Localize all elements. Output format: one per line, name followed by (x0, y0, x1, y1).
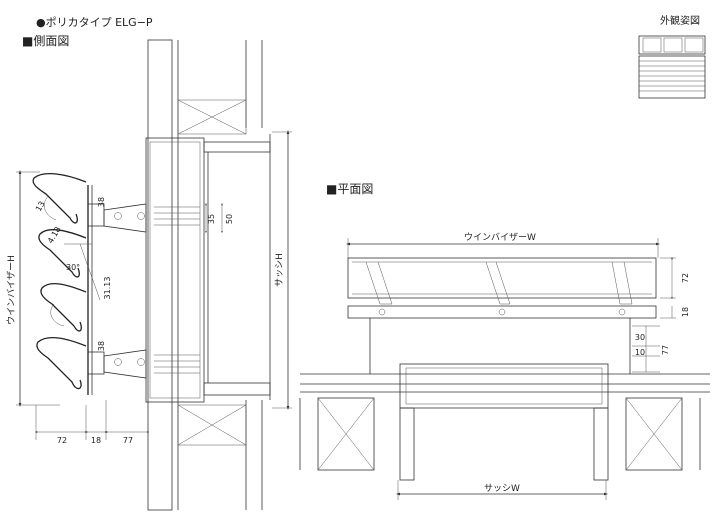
plan-label-sash-w: サッシW (484, 483, 520, 494)
side-label-window-visor-h: ウインバイザーH (6, 255, 17, 325)
side-dim-72: 72 (57, 436, 67, 445)
plan-label-window-visor-w: ウインバイザーW (464, 232, 536, 243)
side-dim-50: 50 (225, 214, 234, 224)
plan-dim-18: 18 (681, 307, 690, 317)
plan-dim-77: 77 (661, 345, 670, 355)
exterior-view-icon (638, 35, 706, 99)
side-view-drawing (16, 39, 292, 511)
plan-dim-72: 72 (681, 273, 690, 283)
side-dim-77: 77 (123, 436, 133, 445)
side-dim-38-bottom: 38 (97, 341, 106, 351)
side-dim-38-top: 38 (97, 197, 106, 207)
side-dim-4-18: 4.18 (46, 225, 63, 245)
exterior-view-title: 外観姿図 (660, 16, 700, 27)
plan-dim-10: 10 (635, 348, 645, 357)
side-dim-35: 35 (207, 214, 216, 224)
side-dim-18: 18 (91, 436, 101, 445)
plan-view-drawing (299, 238, 710, 500)
product-title: ●ポリカタイプ ELG−P (36, 16, 153, 29)
side-view-title: ■側面図 (22, 34, 70, 48)
side-label-sash-h: サッシH (274, 253, 285, 287)
side-dim-13: 13 (34, 200, 47, 213)
side-dim-30-deg: 30° (66, 263, 80, 272)
plan-view-title: ■平面図 (326, 182, 374, 196)
plan-dim-30: 30 (635, 333, 645, 342)
side-dim-31-13: 31.13 (103, 277, 112, 300)
